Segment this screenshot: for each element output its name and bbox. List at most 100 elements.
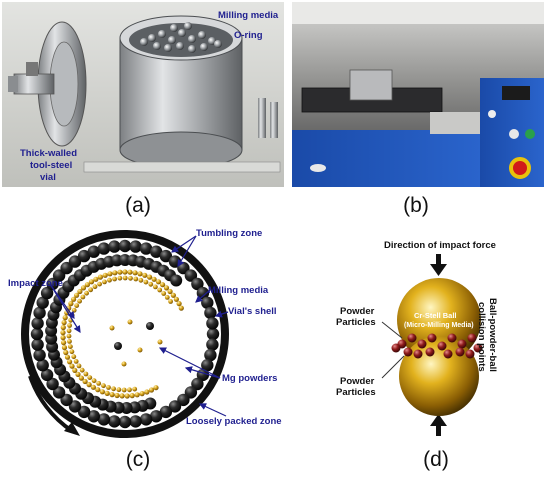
mg-powder-particle [80, 294, 86, 300]
mg-powder-particle [129, 393, 135, 399]
mg-powder-particle [62, 315, 68, 321]
mg-powder-particle [144, 389, 150, 395]
mg-powder-particle [66, 328, 72, 334]
mg-powder-particle [95, 387, 101, 393]
milling-ball [33, 348, 46, 362]
milling-ball [201, 296, 214, 309]
label-vial-line3: vial [40, 172, 56, 183]
label-powder-bot-1: Powder [340, 376, 375, 387]
mg-powder-particle [87, 375, 93, 380]
milling-ball [129, 240, 142, 253]
mg-powder-particle [122, 269, 128, 275]
mg-powder-particle [60, 330, 66, 336]
outer-ball-ring [30, 239, 220, 429]
mg-powder-particle [80, 285, 87, 291]
caption-a: (a) [125, 194, 151, 217]
mg-powder-particle [112, 270, 118, 276]
mg-powder-particle [112, 276, 117, 282]
mg-powder-particle [72, 367, 78, 373]
mg-powder-particle [67, 339, 72, 344]
milling-ball [60, 393, 73, 407]
milling-ball [30, 327, 44, 341]
milling-ball [33, 306, 46, 320]
mg-powder-particle [60, 335, 66, 341]
milling-ball [201, 359, 214, 372]
mg-powder-particle [66, 333, 72, 339]
mg-powder-particle [122, 275, 128, 281]
rotation-arrow [28, 375, 74, 433]
mg-powder-particle [69, 349, 75, 355]
label-milling-media-a: Milling media [218, 10, 279, 21]
mg-powder-particle [83, 371, 89, 377]
mg-powder-particle [61, 340, 67, 346]
mg-powder-particle [114, 392, 120, 399]
mg-powder-particle [96, 381, 102, 386]
mg-powder-particle [71, 307, 77, 313]
mg-powder-particle [91, 378, 97, 384]
panel-d: Direction of impact force Cr-Stell Ball … [290, 226, 550, 477]
vial-photo-drawing [2, 2, 284, 187]
mg-powder-particle [102, 272, 108, 278]
mg-powder-particle [143, 279, 149, 285]
milling-ball [40, 368, 54, 382]
milling-ball [108, 415, 121, 428]
milling-ball [97, 413, 111, 426]
milling-ball [170, 274, 183, 287]
mg-powder-particle [128, 275, 133, 281]
milling-ball [31, 317, 44, 330]
mg-powder-particle [119, 393, 125, 399]
mg-powder-particle [161, 291, 167, 296]
inner-ball-ring [45, 254, 183, 414]
milling-ball [150, 410, 163, 423]
mg-powder-particle [106, 385, 111, 390]
label-vial-line1: Thick-walled [20, 148, 78, 159]
mg-powder-particle [71, 354, 77, 360]
mg-powder-particle [133, 276, 139, 282]
milling-ball [87, 410, 101, 423]
mg-powder-particle [86, 382, 92, 388]
label-loosely-packed: Loosely packed zone [186, 416, 282, 427]
mg-powder-particle [134, 392, 140, 398]
mg-powder-particle [101, 383, 106, 389]
mg-powder-particle [153, 385, 159, 391]
mg-powder-particle [139, 391, 145, 397]
rotation-arrow-head [64, 422, 80, 436]
mg-powder-particle [84, 282, 90, 288]
leader-lines-d [381, 321, 405, 379]
mg-powder-particle [67, 323, 72, 328]
mill-photo [292, 2, 544, 187]
vial-cross-section [21, 230, 229, 438]
mg-powder-particle [88, 287, 94, 293]
milling-ball [68, 255, 82, 268]
milling-balls [140, 22, 222, 53]
mg-powder-particle [68, 301, 74, 307]
mg-powder-particle [163, 285, 170, 291]
mg-powder-particle [60, 324, 66, 331]
mg-powder-particle [147, 274, 153, 280]
milling-ball [77, 405, 91, 419]
milling-ball [97, 242, 111, 255]
milling-ball [139, 413, 153, 426]
milling-ball [129, 415, 142, 428]
mg-powder-particle [148, 281, 154, 287]
mg-powder-particle [63, 349, 69, 356]
milling-ball [108, 240, 121, 253]
mg-powder-particle [137, 271, 143, 277]
mg-powder-particle [102, 279, 107, 285]
loose-particles [109, 319, 163, 367]
mg-powder-particle [99, 389, 105, 395]
mg-powder-particle [124, 393, 130, 399]
milling-ball [184, 269, 198, 282]
milling-ball [77, 249, 91, 263]
mg-powder-particle [173, 296, 179, 302]
mg-powder-particle [90, 384, 96, 390]
milling-ball [52, 386, 66, 399]
milling-ball [60, 261, 73, 275]
milling-ball [184, 386, 198, 399]
milling-ball [118, 415, 132, 429]
mg-powder-particle [74, 292, 80, 298]
mg-powder-particle [64, 354, 71, 360]
mg-powder-particle [107, 271, 113, 277]
milling-ball [206, 338, 219, 351]
